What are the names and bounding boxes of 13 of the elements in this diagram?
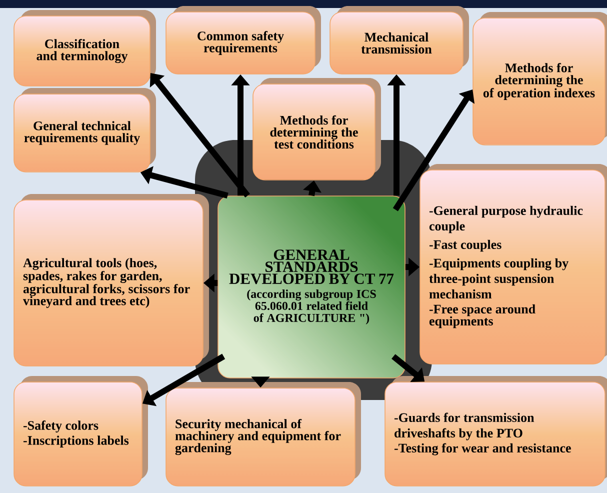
topic-box: Common safety requirements xyxy=(166,6,321,74)
topic-box: Methods for determining the of operation indexes xyxy=(472,12,607,146)
topic-box: Methods for determining the test conditions xyxy=(252,78,381,180)
topic-box: Classification and terminology xyxy=(14,10,156,86)
topic-box: -Guards for transmission driveshafts by the PTO -Testing for wear and resistance xyxy=(384,376,607,486)
topic-box: General technical requirements quality xyxy=(14,88,156,172)
topic-box: Mechanical transmission xyxy=(330,6,469,74)
topic-box: -Safety colors -Inscriptions labels xyxy=(14,376,148,486)
arrow xyxy=(150,73,250,198)
topic-box: Security mechanical of machinery and equipment for gardening xyxy=(166,382,361,486)
central-box: GENERAL STANDARDS DEVELOPED BY CT 77 (according subgroup ICS 65.060.01 related field of AGRICULTURE ") xyxy=(218,196,406,378)
topic-box: Agricultural tools (hoes, spades, rakes for garden, agricultural forks, scissors for vineyard and trees etc) xyxy=(14,194,209,366)
topic-box: -General purpose hydraulic couple -Fast couples -Equipments coupling by three-point suspension mechanism -Free space around equipments xyxy=(420,164,607,364)
